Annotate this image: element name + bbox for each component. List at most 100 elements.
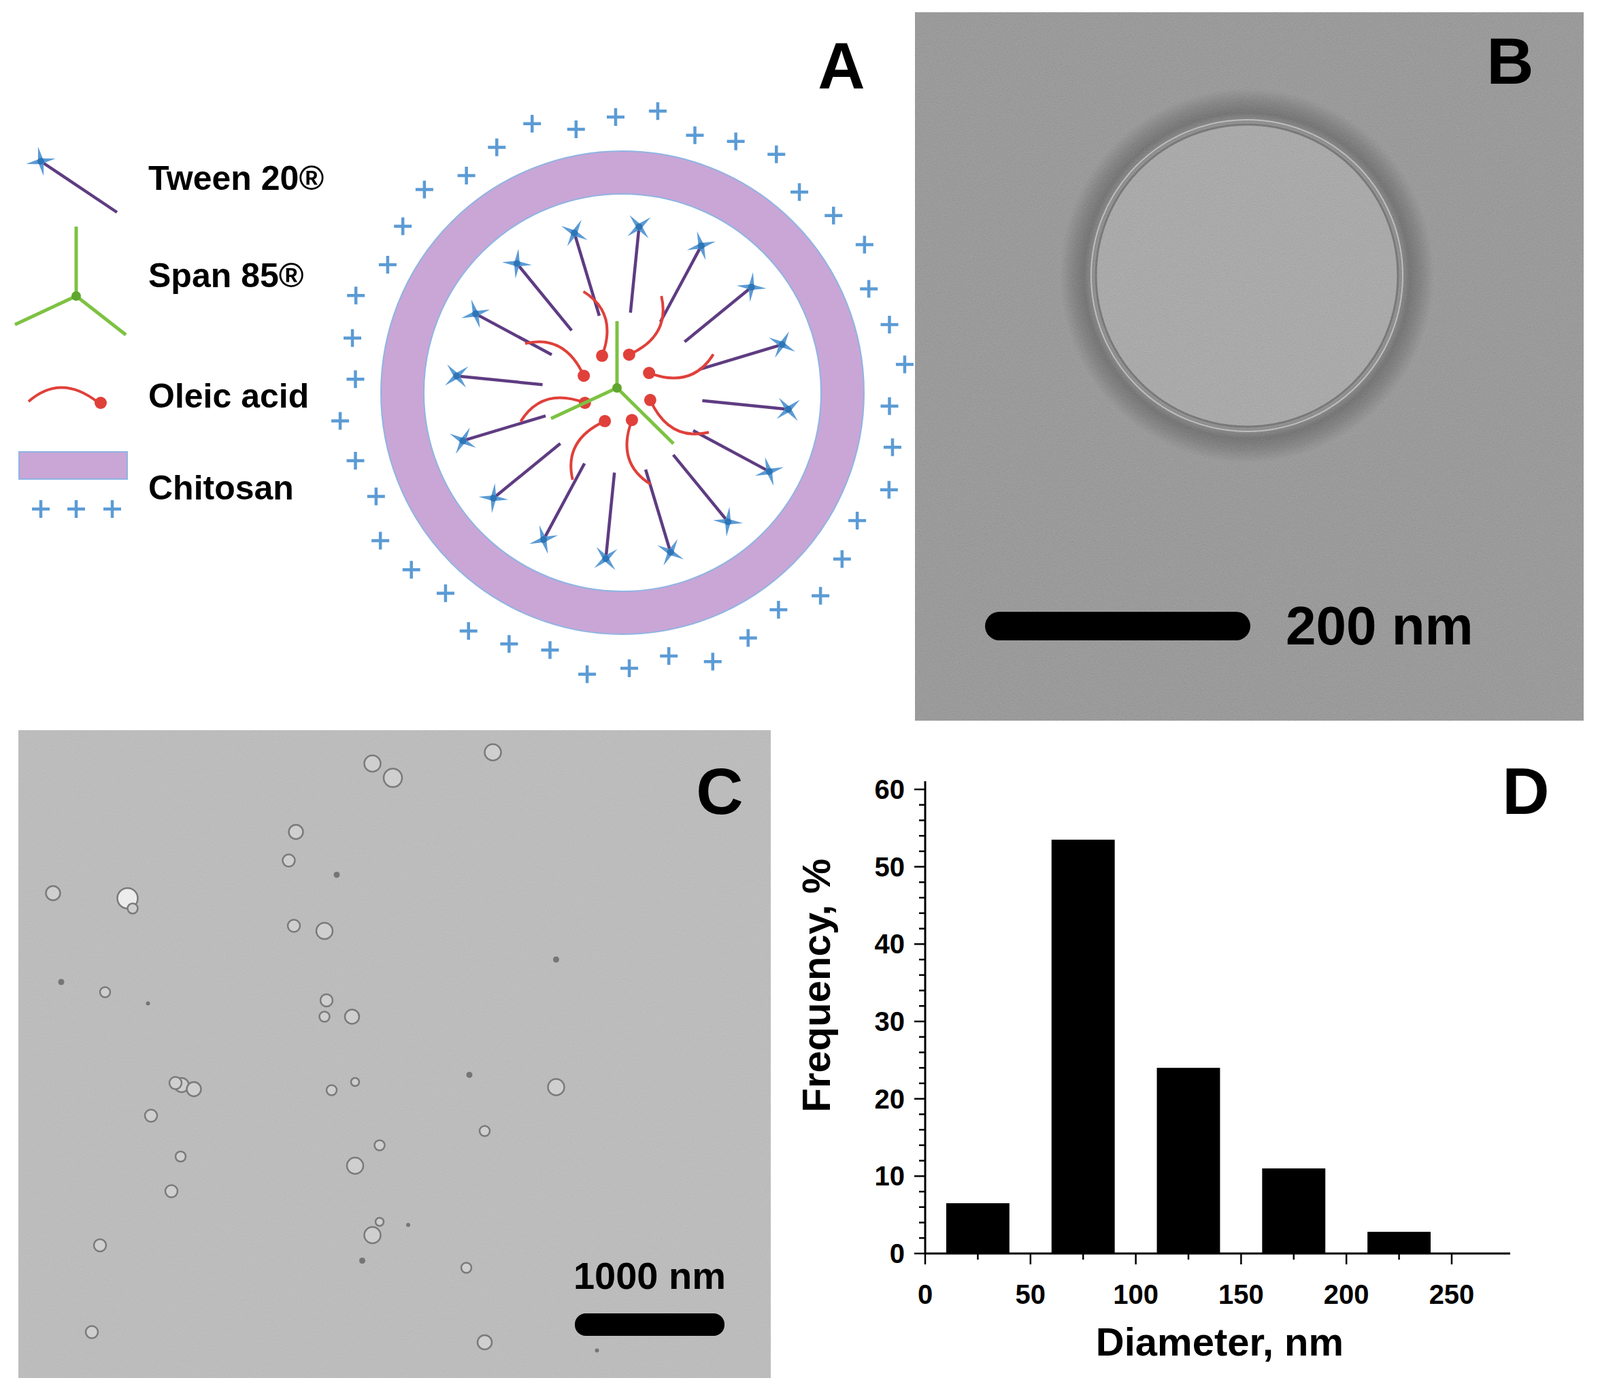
plus-charge [859,279,878,298]
plus-charge [833,550,852,569]
axis-tick [914,1252,926,1255]
tween-tail [630,226,640,313]
tween-head-core [602,555,610,562]
tem-background [18,729,771,1378]
plus-charge [371,531,390,549]
span-arm [615,321,620,388]
plus-charge [578,665,596,683]
oleic-tail [525,341,584,376]
tween-head-core [667,548,675,556]
tick-label: 200 [1323,1278,1370,1309]
scale-bar [574,1312,725,1336]
plus-charge [811,587,830,605]
tween-tail [673,454,728,522]
image-grain [18,729,771,1378]
tween-head-core [489,494,497,502]
plus-charge [487,138,506,157]
axis-tick [919,880,926,883]
axis-tick [1451,1253,1454,1264]
tween-tail [684,287,752,342]
axis-tick [919,1236,926,1239]
oleic-head [577,369,590,382]
plus-charge [346,370,364,388]
plus-charge [459,621,478,640]
plus-charge [500,634,518,653]
tween-head-core [453,372,460,380]
plus-charge [567,120,586,139]
histogram-bar [946,1202,1010,1254]
plus-charge [367,487,386,506]
oleic-head [94,396,107,409]
plus-charge [824,206,843,225]
axis-tick [919,1082,926,1085]
legend-text: Span 85® [148,257,305,295]
tween-head [502,248,532,279]
tick-label: 30 [874,1006,906,1037]
axis-title: Diameter, nm [1095,1319,1344,1364]
span-arm [76,295,126,335]
axis-tick [1187,1253,1190,1260]
tween-head [25,146,56,176]
tween-head [755,457,784,486]
axis-tick [919,1051,926,1054]
axis-tick [919,1112,926,1115]
axis-tick [919,850,926,853]
tween-head [657,538,684,566]
axis-tick [914,1174,926,1177]
tween-head-core [635,223,643,230]
axis-tick [919,1066,926,1069]
axis-tick [919,834,926,837]
axis-tick [919,1035,926,1038]
tick-label: 0 [889,1238,905,1269]
tick-label: 250 [1429,1278,1475,1309]
tick-label: 60 [874,774,906,805]
axis-tick [924,1253,927,1264]
oleic-tail [626,419,651,484]
oleic-head [644,393,657,407]
axis-tick [1134,1253,1137,1264]
legend-text: Oleic acid [148,377,309,415]
axis-tick [1029,1253,1032,1264]
tween-tail [574,232,600,316]
legend-text: Chitosan [148,469,294,507]
tween-head-core [459,437,466,445]
image-grain [914,12,1584,721]
span-arm [14,295,77,325]
axis-tick [919,1144,926,1147]
axis-tick [919,1190,926,1193]
axis-tick [914,942,926,945]
tween-head-core [570,229,578,237]
span-arm [74,226,79,296]
axis-tick [914,1020,926,1023]
plus-charge [606,108,625,126]
tick-label: 40 [874,928,906,959]
span-core [71,291,81,301]
oleic-tail [583,291,608,356]
axis-tick [914,788,926,791]
tick-label: 20 [874,1083,906,1114]
legend-text: Tween 20® [148,159,324,198]
shell-edge [380,151,864,635]
scale-bar [985,611,1251,641]
oleic-head [642,366,656,379]
panel-letter: C [695,755,743,828]
axis-tick [1345,1253,1348,1264]
axis-tick [1293,1253,1296,1260]
tween-tail [456,376,543,386]
tween-head-core [778,340,786,348]
tween-tail [493,443,560,498]
tween-head [444,364,469,388]
tween-head-core [697,242,705,249]
tween-head [529,525,558,554]
tween-head-core [37,157,45,165]
plus-charge [103,500,122,518]
tick-label: 150 [1218,1278,1264,1309]
tween-head-core [540,536,547,543]
tween-tail [660,245,702,322]
histogram [914,780,1511,1264]
tween-head [627,214,651,239]
histogram-bar [1367,1231,1431,1254]
tween-tail [693,430,770,472]
axis-tick [919,989,926,992]
